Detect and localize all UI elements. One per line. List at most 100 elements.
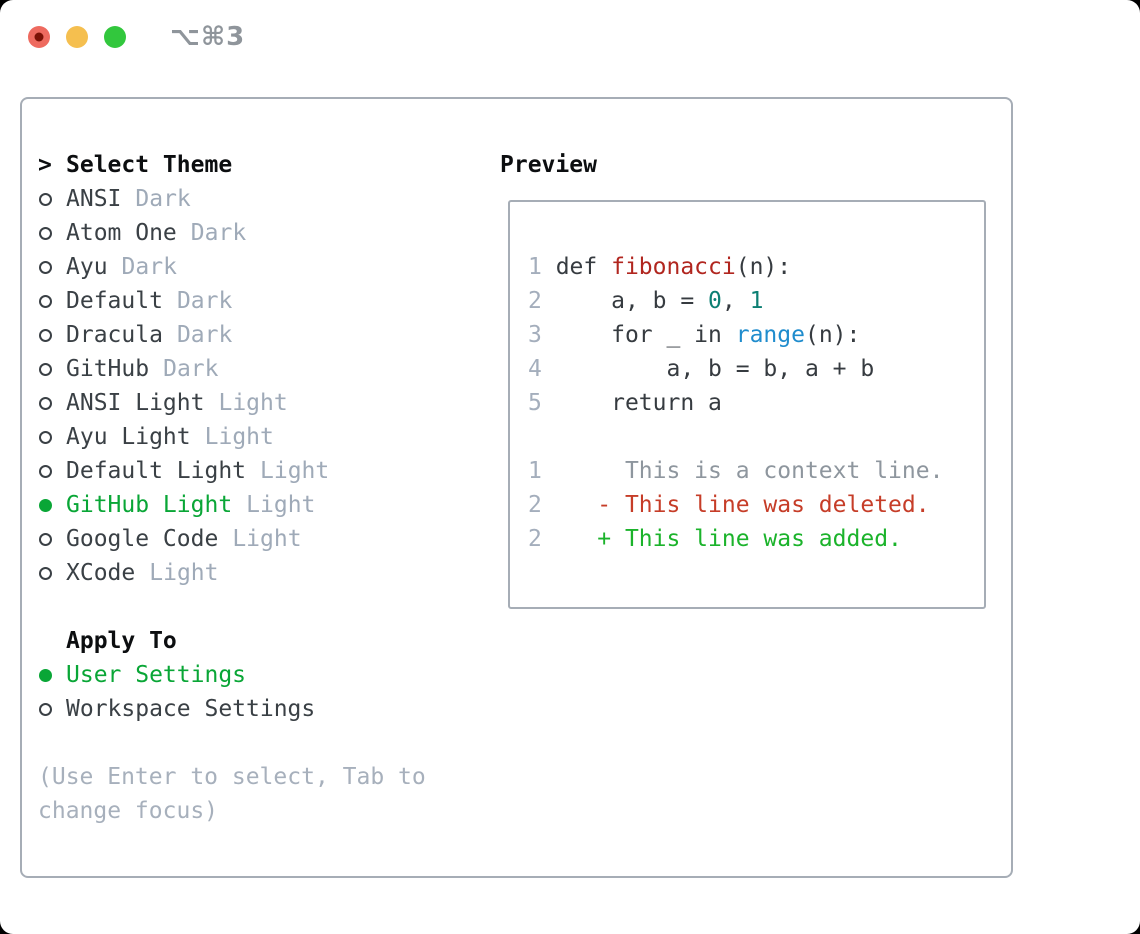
preview-line: 1 This is a context line. [528, 454, 943, 488]
code-segment [556, 526, 598, 552]
theme-variant-label: Light [218, 390, 288, 416]
theme-variant-label: Dark [176, 288, 233, 314]
theme-option-label: Default Light [66, 458, 247, 484]
preview-box [508, 200, 986, 609]
radio-unselected-icon [39, 294, 52, 308]
theme-option[interactable]: ANSI Dark [38, 182, 426, 216]
spacer [38, 726, 426, 760]
radio-unselected-icon [39, 464, 52, 478]
theme-variant-label: Dark [121, 254, 177, 280]
code-segment: a, b = [555, 288, 709, 314]
radio-unselected-icon [39, 430, 52, 444]
theme-option-label: XCode [66, 560, 136, 586]
minimize-button[interactable] [66, 26, 88, 48]
theme-option[interactable]: XCode Light [38, 556, 426, 590]
close-button-dot-icon [34, 32, 44, 42]
radio-unselected-icon [39, 328, 52, 342]
theme-option-label: GitHub Light [66, 492, 233, 518]
preview-line: 2 - This line was deleted. [528, 488, 943, 522]
select-theme-label: Select Theme [66, 152, 233, 178]
apply-to-indent [38, 624, 66, 658]
theme-variant-label: Light [149, 560, 219, 586]
hint-line-1: (Use Enter to select, Tab to [38, 764, 426, 790]
select-theme-header: > Select Theme [38, 148, 426, 182]
line-number: 2 [528, 288, 556, 314]
radio-unselected-icon [39, 702, 52, 716]
window-title: ⌥⌘3 [170, 22, 246, 52]
close-button[interactable] [28, 26, 50, 48]
theme-option-label: ANSI [66, 186, 122, 212]
theme-variant-label: Light [204, 424, 274, 450]
apply-to-option-label: User Settings [66, 662, 247, 688]
theme-option-label: Dracula [66, 322, 163, 348]
line-number: 2 [528, 526, 556, 552]
line-number: 4 [528, 356, 556, 382]
theme-variant-label: Dark [163, 356, 219, 382]
apply-to-option[interactable]: Workspace Settings [38, 692, 426, 726]
line-number: 1 [528, 458, 556, 484]
code-segment: range [735, 322, 805, 348]
theme-option[interactable]: Ayu Light Light [38, 420, 426, 454]
theme-option-label: Default [66, 288, 163, 314]
hint-line-2: change focus) [38, 798, 219, 824]
zoom-button[interactable] [104, 26, 126, 48]
code-segment: This is a context line. [555, 458, 944, 484]
radio-unselected-icon [39, 362, 52, 376]
code-segment: a, b = b, a + b [555, 356, 875, 382]
theme-option-label: Ayu Light [66, 424, 191, 450]
theme-option[interactable]: Ayu Dark [38, 250, 426, 284]
theme-selector-panel [20, 97, 1013, 878]
theme-option-label: ANSI Light [66, 390, 205, 416]
radio-selected-icon [39, 668, 52, 682]
code-segment: return a [555, 390, 722, 416]
theme-variant-label: Dark [190, 220, 247, 246]
cursor-icon: > [38, 152, 52, 178]
line-number: 2 [528, 492, 556, 518]
preview-line [528, 420, 943, 454]
code-segment: - This line was deleted. [597, 492, 930, 518]
radio-unselected-icon [39, 396, 52, 410]
code-segment: (n): [735, 254, 792, 280]
theme-variant-label: Dark [135, 186, 191, 212]
theme-option[interactable]: Default Light Light [38, 454, 426, 488]
radio-unselected-icon [39, 260, 52, 274]
theme-option-label: Atom One [66, 220, 177, 246]
code-segment: , [721, 288, 750, 314]
line-number: 3 [528, 322, 556, 348]
radio-unselected-icon [39, 566, 52, 580]
code-segment: fibonacci [611, 254, 736, 280]
code-segment: 0 [708, 288, 722, 314]
apply-to-label: Apply To [66, 628, 177, 654]
apply-to-header: Apply To [38, 624, 426, 658]
theme-variant-label: Light [232, 526, 302, 552]
line-number: 1 [528, 254, 556, 280]
theme-option[interactable]: Atom One Dark [38, 216, 426, 250]
preview-line: 2 + This line was added. [528, 522, 943, 556]
preview-line: 5 return a [528, 386, 943, 420]
line-number: 5 [528, 390, 556, 416]
apply-to-option-label: Workspace Settings [66, 696, 316, 722]
code-segment: def [555, 254, 612, 280]
theme-variant-label: Light [260, 458, 330, 484]
theme-option[interactable]: Default Dark [38, 284, 426, 318]
preview-label: Preview [500, 152, 597, 178]
theme-option[interactable]: ANSI Light Light [38, 386, 426, 420]
theme-option-label: Ayu [66, 254, 108, 280]
radio-selected-icon [39, 498, 52, 512]
apply-to-option[interactable]: User Settings [38, 658, 426, 692]
preview-line: 4 a, b = b, a + b [528, 352, 943, 386]
preview-line: 3 for _ in range(n): [528, 318, 943, 352]
code-segment: (n): [804, 322, 861, 348]
spacer [38, 590, 426, 624]
code-segment: 1 [749, 288, 764, 314]
preview-line: 2 a, b = 0, 1 [528, 284, 943, 318]
